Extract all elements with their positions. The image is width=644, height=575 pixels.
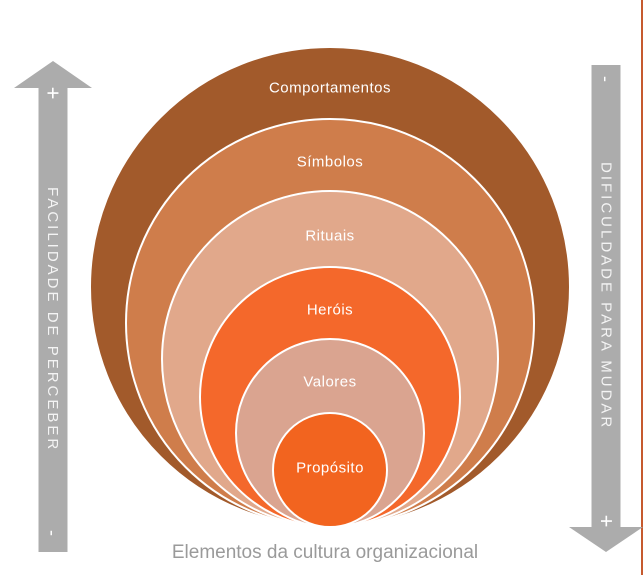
ease-to-perceive-arrow: FACILIDADE DE PERCEBER + -	[13, 61, 92, 552]
minus-sign: -	[42, 530, 63, 536]
plus-sign: +	[40, 86, 66, 100]
difficulty-to-change-arrow-shaft: DIFICULDADE PARA MUDAR	[591, 65, 621, 527]
right-edge-accent-line	[641, 0, 643, 575]
plus-sign: +	[594, 514, 619, 528]
layer-label-rituais: Rituais	[305, 227, 355, 245]
arrow-down-head-icon	[569, 527, 643, 552]
layer-label-comportamentos: Comportamentos	[268, 79, 392, 97]
layer-label-herois: Heróis	[306, 301, 354, 319]
layer-label-simbolos: Símbolos	[296, 153, 364, 171]
arrow-up-head-icon	[13, 61, 92, 88]
ease-to-perceive-label: FACILIDADE DE PERCEBER	[44, 187, 61, 453]
circle-proposito	[272, 412, 388, 528]
ease-to-perceive-arrow-shaft: FACILIDADE DE PERCEBER	[38, 88, 67, 552]
diagram-caption: Elementos da cultura organizacional	[171, 542, 479, 563]
difficulty-to-change-arrow: DIFICULDADE PARA MUDAR - +	[569, 65, 643, 552]
minus-sign: -	[596, 76, 616, 82]
difficulty-to-change-label: DIFICULDADE PARA MUDAR	[597, 161, 615, 431]
layer-label-proposito: Propósito	[296, 459, 364, 477]
layer-label-valores: Valores	[303, 373, 357, 391]
